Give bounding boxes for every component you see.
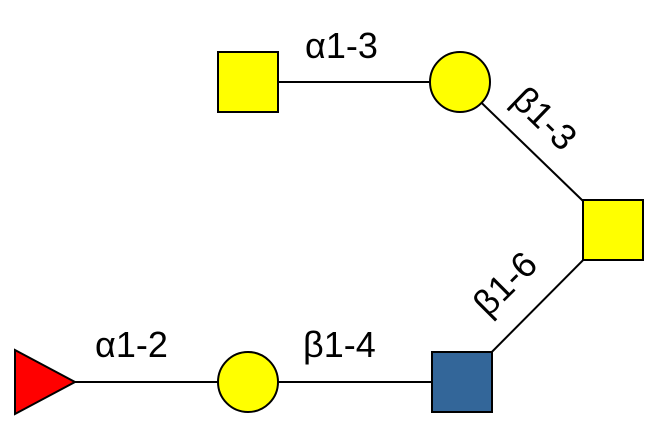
linkage-beta1-4: β1-4 — [303, 324, 376, 365]
yellow-square-node-right — [582, 199, 644, 261]
linkage-alpha1-2: α1-2 — [95, 324, 168, 365]
yellow-square-node-top — [217, 51, 279, 113]
yellow-circle-node-top — [429, 51, 491, 113]
red-triangle-node — [14, 348, 78, 416]
linkage-beta1-3: β1-3 — [504, 78, 585, 158]
blue-square-node — [431, 351, 493, 413]
linkage-alpha1-3: α1-3 — [305, 25, 378, 66]
yellow-circle-node-bottom — [217, 351, 279, 413]
